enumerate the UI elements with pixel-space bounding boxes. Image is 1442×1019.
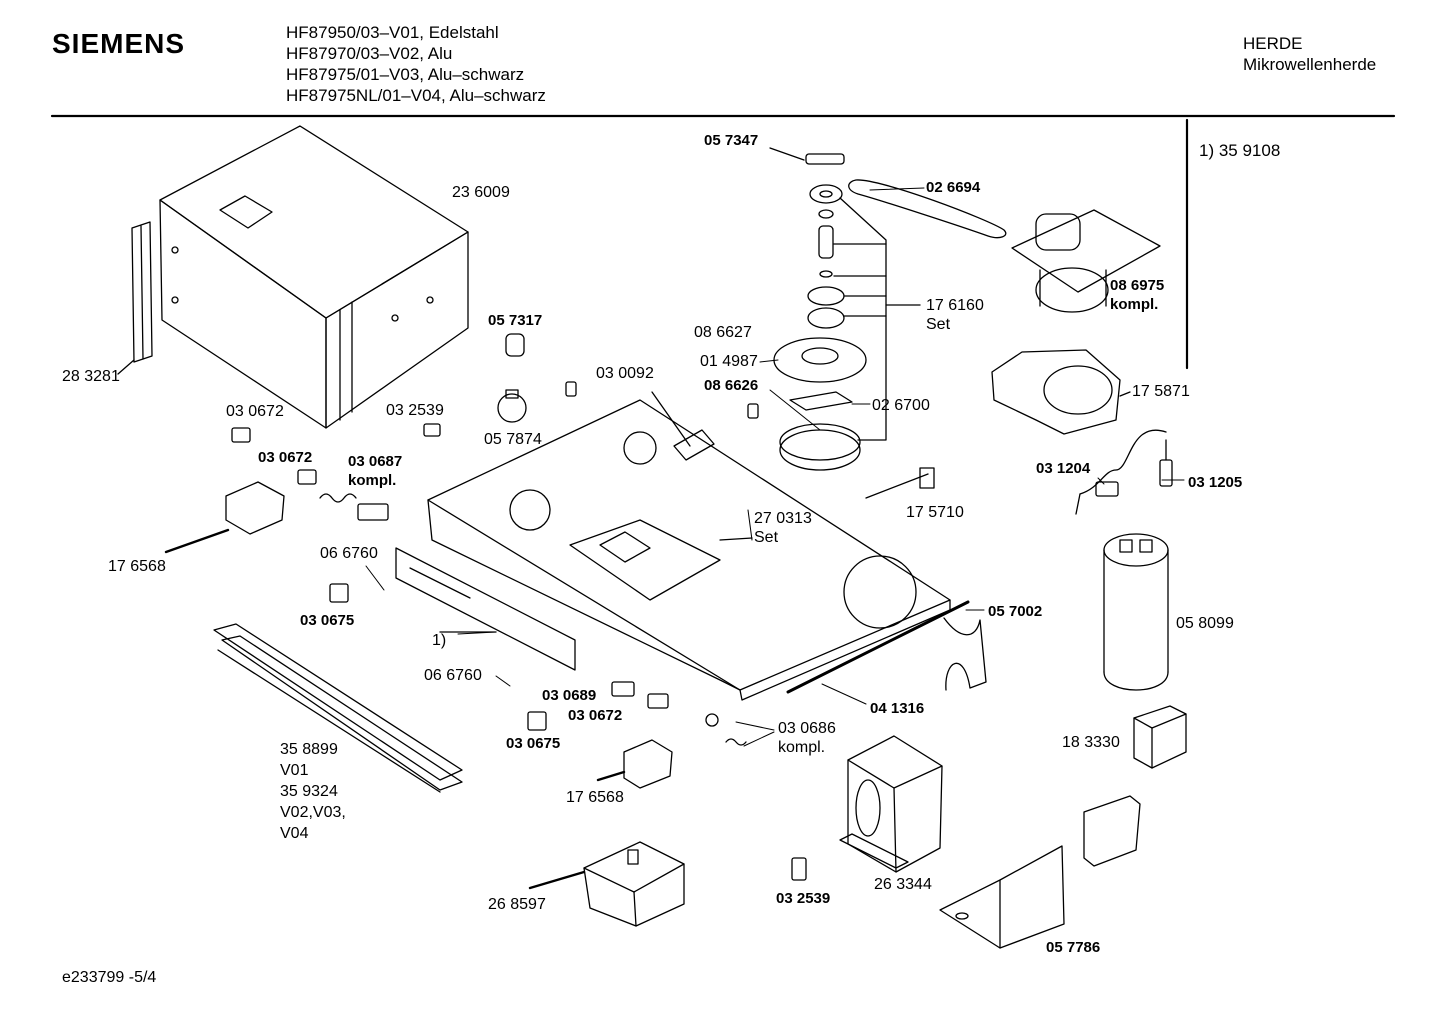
part-label: 08 6975 kompl. xyxy=(1110,277,1165,313)
part-label: 03 2539 xyxy=(386,402,444,419)
part-label: 17 5710 xyxy=(906,504,964,521)
part-label: 05 7002 xyxy=(988,603,1043,620)
part-label: 18 3330 xyxy=(1062,734,1120,751)
part-label: 03 2539 xyxy=(776,890,831,907)
part-label: 03 0686 kompl. xyxy=(778,720,836,756)
model-line: HF87970/03–V02, Alu xyxy=(286,44,453,63)
part-label: 03 1205 xyxy=(1188,474,1243,491)
wiring-drawing xyxy=(1075,429,1173,515)
footnote: 1) 35 9108 xyxy=(1199,141,1281,160)
part-label: 03 0672 xyxy=(258,449,313,466)
part-label: 27 0313 Set xyxy=(754,510,812,546)
part-label: 08 6626 xyxy=(704,377,759,394)
category-line: Mikrowellenherde xyxy=(1243,55,1377,74)
model-line: HF87975/01–V03, Alu–schwarz xyxy=(286,65,525,84)
category-line: HERDE xyxy=(1243,34,1303,53)
shield-plate-drawing xyxy=(939,845,1065,949)
part-label: 03 0672 xyxy=(568,707,623,724)
category-block: HERDE Mikrowellenherde xyxy=(1243,33,1376,75)
spring-assembly-drawing xyxy=(319,493,747,746)
stirrer-assembly-drawing xyxy=(769,147,921,471)
cabinet-housing-drawing xyxy=(159,125,469,429)
part-label: 26 3344 xyxy=(874,876,932,893)
part-label: 1) xyxy=(432,632,447,649)
transformer-drawing xyxy=(839,735,943,873)
capacitor-drawing xyxy=(1103,533,1169,691)
part-label: 04 1316 xyxy=(870,700,925,717)
brand-logo: SIEMENS xyxy=(52,28,186,59)
part-label: 02 6694 xyxy=(926,179,981,196)
side-rail-drawing xyxy=(117,221,153,375)
part-label: 17 6568 xyxy=(566,789,624,806)
mounting-bracket-drawing xyxy=(1083,795,1141,867)
part-label: 03 0675 xyxy=(506,735,561,752)
part-label: 26 8597 xyxy=(488,896,546,913)
leader-lines xyxy=(365,187,1185,747)
part-label: 03 0675 xyxy=(300,612,355,629)
part-label: 35 8899 V01 35 9324 V02,V03, V04 xyxy=(280,741,346,842)
door-trim-drawing xyxy=(213,623,463,793)
part-label: 02 6700 xyxy=(872,397,930,414)
part-label: 03 0687 kompl. xyxy=(348,453,403,489)
part-label: 03 0672 xyxy=(226,403,284,420)
part-label: 23 6009 xyxy=(452,184,510,201)
part-label: 08 6627 xyxy=(694,324,752,341)
part-label: 05 7317 xyxy=(488,312,543,329)
relay-drawing xyxy=(1133,705,1187,769)
model-line: HF87975NL/01–V04, Alu–schwarz xyxy=(286,86,546,105)
part-label: 05 7347 xyxy=(704,132,759,149)
part-label: 06 6760 xyxy=(424,667,482,684)
door-switch-drawing xyxy=(596,739,673,789)
part-label: 17 6568 xyxy=(108,558,166,575)
part-label: 05 8099 xyxy=(1176,615,1234,632)
small-switch-drawing xyxy=(231,381,807,881)
model-line: HF87950/03–V01, Edelstahl xyxy=(286,23,499,42)
fan-motor-drawing xyxy=(1011,209,1161,313)
base-plate-drawing xyxy=(427,399,951,701)
part-label: 05 7874 xyxy=(484,431,542,448)
document-number: e233799 -5/4 xyxy=(62,969,157,986)
fan-housing-drawing xyxy=(991,349,1131,435)
part-label: 03 0689 xyxy=(542,687,597,704)
part-label: 03 1204 xyxy=(1036,460,1091,477)
magnetron-drawing xyxy=(528,841,685,927)
part-label: 28 3281 xyxy=(62,368,120,385)
guide-rail-drawing xyxy=(786,600,987,694)
part-label: 05 7786 xyxy=(1046,939,1101,956)
part-label: 03 0092 xyxy=(596,365,654,382)
model-list: HF87950/03–V01, Edelstahl HF87970/03–V02… xyxy=(286,22,546,106)
oven-lamp-drawing xyxy=(497,333,527,423)
drive-belt-drawing xyxy=(848,179,1007,239)
heating-element-drawing xyxy=(651,391,715,461)
part-label: 17 5871 xyxy=(1132,383,1190,400)
door-switch-drawing xyxy=(164,481,285,554)
part-label: 01 4987 xyxy=(700,353,758,370)
part-label: 06 6760 xyxy=(320,545,378,562)
part-label: 17 6160 Set xyxy=(926,297,984,333)
stirrer-motor-drawing xyxy=(865,467,935,499)
